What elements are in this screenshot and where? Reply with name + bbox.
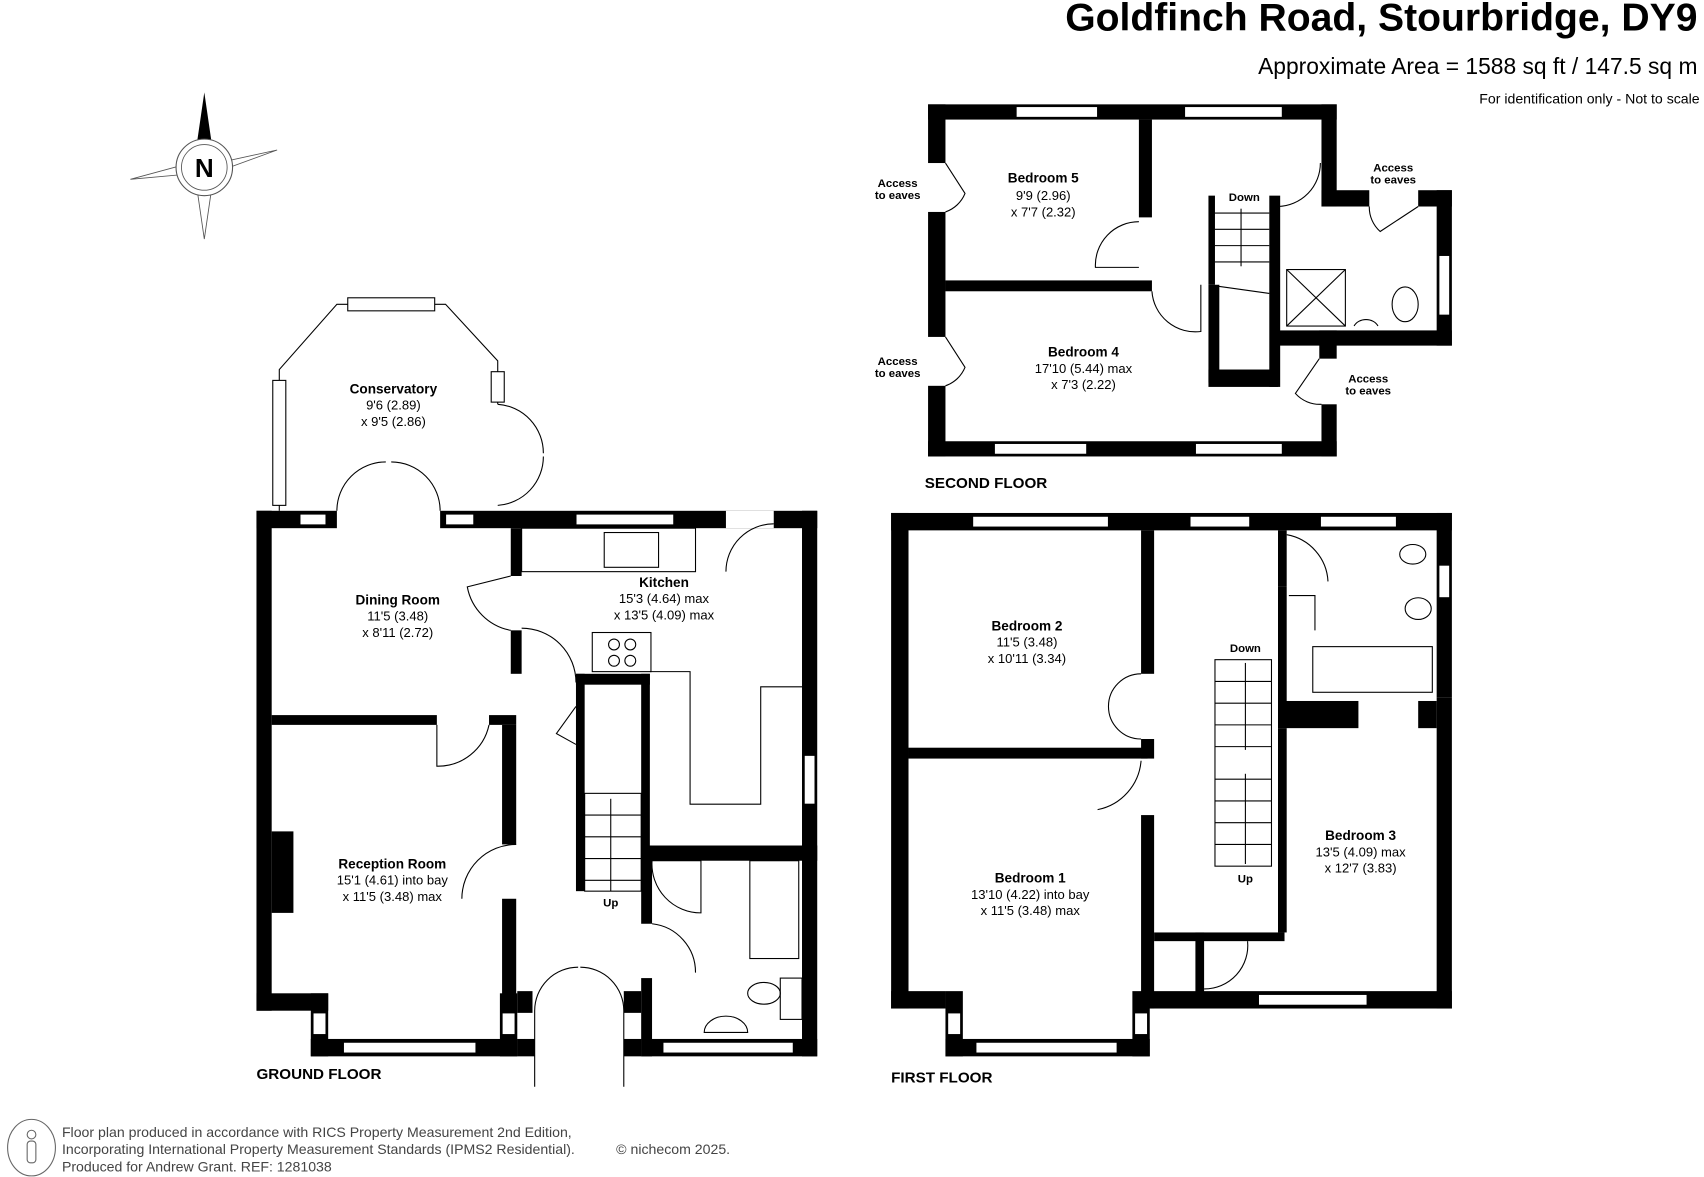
bedroom-2-dim2: x 10'11 (3.34) [988, 651, 1066, 666]
eaves-label: Access [1348, 374, 1388, 386]
bedroom-2-name: Bedroom 2 [992, 618, 1063, 633]
dining-room-dim1: 11'5 (3.48) [367, 609, 428, 624]
approximate-area: Approximate Area = 1588 sq ft / 147.5 sq… [1258, 53, 1697, 79]
bedroom-5-dim2: x 7'7 (2.32) [1011, 204, 1076, 219]
reception-room-dim1: 15'1 (4.61) into bay [337, 873, 449, 888]
bedroom-3-name: Bedroom 3 [1325, 828, 1396, 843]
first-stairs-down-label: Down [1230, 643, 1261, 655]
footer-line-1: Floor plan produced in accordance with R… [62, 1124, 572, 1140]
kitchen-name: Kitchen [639, 575, 689, 590]
person-icon [7, 1118, 56, 1177]
eaves-label: to eaves [875, 190, 921, 202]
bedroom-4-name: Bedroom 4 [1048, 344, 1119, 359]
kitchen-dim1: 15'3 (4.64) max [619, 591, 710, 606]
bedroom-3-dim2: x 12'7 (3.83) [1325, 861, 1397, 876]
disclaimer: For identification only - Not to scale [1479, 90, 1700, 106]
bedroom-1-dim1: 13'10 (4.22) into bay [971, 887, 1090, 902]
conservatory-dim2: x 9'5 (2.86) [361, 414, 426, 429]
first-floor-plan: Down Up Bedroom 2 11'5 (3.48) x 10'11 (3… [891, 512, 1452, 1086]
kitchen-dim2: x 13'5 (4.09) max [614, 607, 715, 622]
dining-room-name: Dining Room [356, 592, 440, 607]
compass-icon: N [130, 92, 278, 240]
ground-floor-label: GROUND FLOOR [256, 1066, 381, 1083]
footer: Floor plan produced in accordance with R… [7, 1118, 730, 1177]
bedroom-2-dim1: 11'5 (3.48) [996, 635, 1057, 650]
reception-room-name: Reception Room [338, 856, 446, 871]
footer-line-2: Incorporating International Property Mea… [62, 1141, 575, 1157]
ground-stairs-up-label: Up [603, 897, 618, 909]
eaves-label: to eaves [1345, 386, 1391, 398]
shower-room-fittings [1286, 268, 1419, 327]
bedroom-5-dim1: 9'9 (2.96) [1016, 188, 1071, 203]
first-stairs [1214, 659, 1273, 867]
conservatory-name: Conservatory [350, 381, 438, 396]
bedroom-5-name: Bedroom 5 [1008, 171, 1079, 186]
second-stairs-down-label: Down [1229, 192, 1260, 204]
conservatory-dim1: 9'6 (2.89) [366, 398, 421, 413]
second-floor-label: SECOND FLOOR [925, 475, 1047, 492]
eaves-label: Access [878, 356, 918, 368]
footer-copyright: © nichecom 2025. [616, 1141, 730, 1157]
second-floor-plan: Down Access to eaves Access to eaves Acc… [875, 104, 1452, 492]
dining-room-dim2: x 8'11 (2.72) [362, 625, 433, 640]
first-bathroom-fittings [1288, 543, 1433, 693]
reception-room-dim2: x 11'5 (3.48) max [343, 889, 443, 904]
eaves-label: to eaves [1370, 175, 1416, 187]
page-title: Goldfinch Road, Stourbridge, DY9 [1065, 0, 1697, 39]
first-stairs-up-label: Up [1238, 873, 1253, 885]
ground-floor-plan: Up Conservatory 9'6 (2.89) x 9'5 (2.86) … [256, 297, 818, 1087]
eaves-label: Access [878, 178, 918, 190]
eaves-label: to eaves [875, 368, 921, 380]
bedroom-4-dim2: x 7'3 (2.22) [1051, 377, 1116, 392]
bedroom-3-dim1: 13'5 (4.09) max [1316, 844, 1407, 859]
footer-line-3: Produced for Andrew Grant. REF: 1281038 [62, 1159, 332, 1175]
second-stairs [1208, 195, 1281, 387]
compass-north-label: N [195, 153, 214, 183]
first-floor-label: FIRST FLOOR [891, 1069, 992, 1086]
bedroom-4-dim1: 17'10 (5.44) max [1035, 361, 1133, 376]
eaves-access-labels: Access to eaves Access to eaves Access t… [875, 163, 1416, 398]
ground-stairs [584, 792, 642, 892]
kitchen-units [521, 527, 803, 1033]
bedroom-1-name: Bedroom 1 [995, 870, 1066, 885]
bedroom-1-dim2: x 11'5 (3.48) max [981, 903, 1081, 918]
eaves-label: Access [1373, 163, 1413, 175]
